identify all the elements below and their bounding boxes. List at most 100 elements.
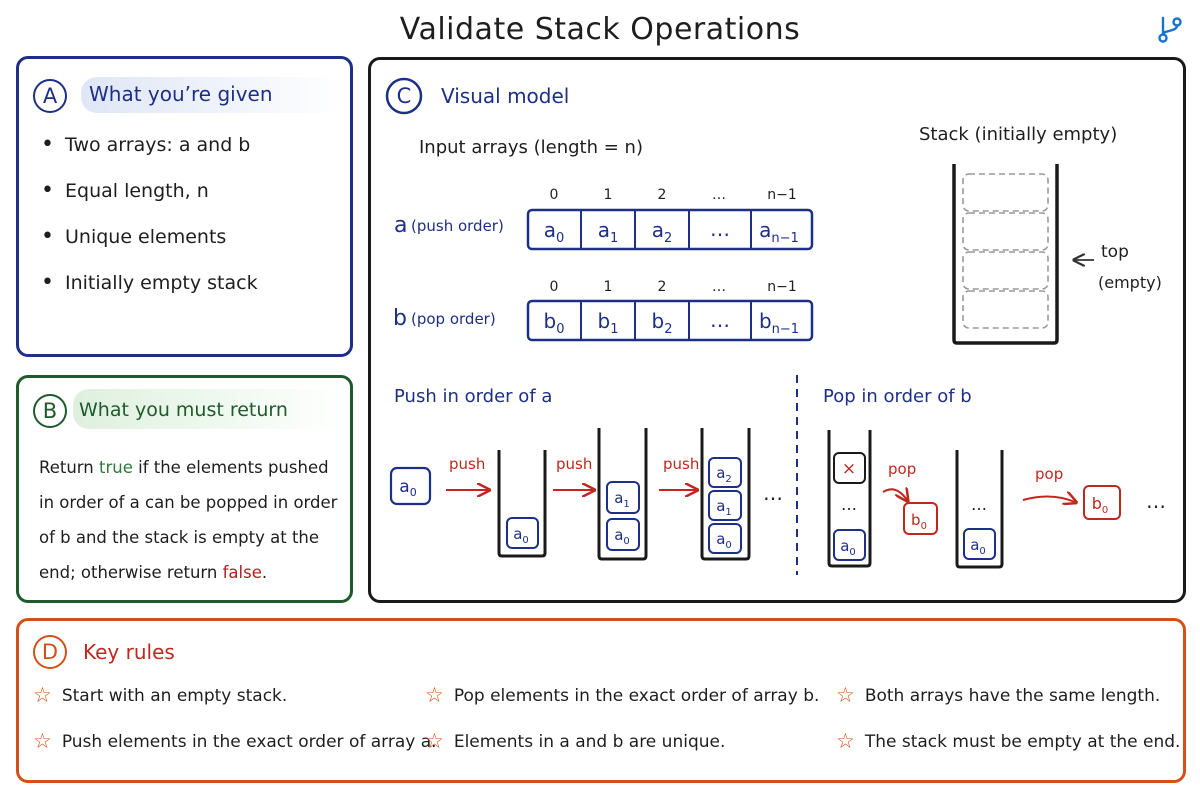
element-label: a0 — [399, 477, 416, 499]
empty-label: (empty) — [1098, 273, 1162, 292]
false-keyword: false — [222, 563, 262, 582]
array-b-cell: b1 — [598, 309, 619, 337]
index-label: 0 — [550, 279, 559, 295]
pop-stack-1 — [827, 430, 872, 568]
array-b-cell: bn−1 — [759, 309, 799, 337]
panel-c-heading: Visual model — [441, 84, 569, 108]
push-label: push — [556, 455, 592, 473]
element-label: a0 — [970, 536, 986, 557]
popped-element — [903, 502, 938, 535]
index-label: 1 — [604, 187, 613, 203]
stack-element — [833, 529, 866, 561]
rule-text: Both arrays have the same length. — [864, 686, 1161, 706]
stack-element — [708, 523, 742, 554]
element-label: a0 — [716, 530, 732, 551]
heading-highlight — [73, 389, 345, 429]
array-b-cell: b0 — [544, 309, 565, 337]
list-item: Equal length, n — [41, 178, 258, 203]
pop-ellipsis: … — [1146, 489, 1166, 513]
panel-visual-model: C Visual model Input arrays (length = n)… — [368, 57, 1186, 603]
rule-text: Elements in a and b are unique. — [453, 732, 726, 752]
element-label: a0 — [614, 526, 630, 547]
index-label: 2 — [658, 187, 667, 203]
pop-stack-2 — [955, 450, 1004, 569]
rule-item: ☆ Elements in a and b are unique. — [425, 729, 725, 753]
rule-text: Pop elements in the exact order of array… — [453, 686, 820, 706]
element-label: a1 — [614, 489, 630, 510]
index-label: 1 — [604, 279, 613, 295]
true-keyword: true — [99, 458, 133, 477]
stack-element — [506, 517, 539, 549]
star-icon: ☆ — [425, 729, 444, 753]
rule-item: ☆Push elements in the exact order of arr… — [33, 729, 437, 753]
empty-slot — [962, 173, 1049, 212]
list-item: Two arrays: a and b — [41, 132, 258, 157]
star-icon: ☆ — [836, 729, 855, 753]
index-label: … — [712, 187, 726, 203]
section-badge-b: B — [33, 394, 67, 428]
array-b-note: (pop order) — [411, 310, 496, 328]
rule-text: Start with an empty stack. — [61, 686, 288, 706]
page-title: Validate Stack Operations — [399, 12, 801, 47]
section-badge-a: A — [33, 79, 67, 113]
rule-text: Push elements in the exact order of arra… — [61, 732, 437, 752]
rule-item: ☆ The stack must be empty at the end. — [836, 729, 1180, 753]
popped-element — [1083, 485, 1121, 520]
text-run: Return — [39, 458, 99, 477]
pop-label: pop — [888, 460, 916, 478]
top-label: top — [1101, 242, 1129, 262]
index-label: n−1 — [767, 187, 797, 203]
input-arrays-label: Input arrays (length = n) — [419, 137, 643, 158]
push-input-element — [389, 466, 432, 506]
array-a-cell: a2 — [652, 218, 673, 246]
visual-model-diagram: C Visual model Input arrays (length = n)… — [385, 77, 1166, 575]
push-ellipsis: … — [763, 481, 783, 505]
rule-text: The stack must be empty at the end. — [864, 732, 1181, 752]
element-label: a0 — [513, 525, 529, 546]
stack-element — [708, 457, 742, 488]
array-a-name: a — [394, 213, 407, 238]
push-stack-2 — [597, 428, 648, 561]
index-label: 0 — [550, 187, 559, 203]
array-a-cell: a1 — [598, 218, 619, 246]
panel-return: B What you must return Return true if th… — [16, 375, 353, 603]
rule-item: ☆Both arrays have the same length. — [836, 683, 1160, 707]
array-b-name: b — [393, 306, 407, 331]
empty-slot — [962, 251, 1049, 290]
popped-slot — [833, 452, 866, 484]
index-label: 2 — [658, 279, 667, 295]
return-description: Return true if the elements pushed in or… — [39, 450, 344, 590]
rules-list: ☆Start with an empty stack. ☆Push elemen… — [19, 621, 1189, 786]
stack-element — [606, 481, 640, 514]
heading-highlight — [81, 77, 343, 113]
array-a-note: (push order) — [411, 217, 504, 235]
empty-slot — [962, 290, 1049, 329]
stack-ellipsis: … — [971, 495, 987, 514]
stack-label: Stack (initially empty) — [919, 124, 1117, 145]
pop-arrow-icon — [1022, 496, 1075, 502]
element-label: a0 — [840, 537, 856, 558]
push-stack-3 — [700, 428, 751, 561]
element-label: a1 — [716, 497, 732, 518]
text-run: if the elements pushed in order of a can… — [39, 458, 338, 582]
push-label: push — [663, 455, 699, 473]
star-icon: ☆ — [33, 683, 52, 707]
x-mark-icon: × — [842, 459, 856, 479]
stack-ellipsis: … — [841, 495, 857, 514]
pop-label: pop — [1035, 465, 1063, 483]
element-label: a2 — [716, 464, 732, 485]
stack-element — [963, 528, 996, 560]
push-heading: Push in order of a — [394, 386, 552, 407]
push-stack-1 — [497, 450, 547, 558]
list-item: Unique elements — [41, 224, 258, 249]
section-badge-c-ring — [385, 77, 423, 115]
panel-key-rules: D Key rules ☆Start with an empty stack. … — [16, 618, 1186, 783]
branch-icon — [1158, 16, 1182, 43]
pop-arrow-icon — [882, 489, 907, 500]
panel-d-heading: Key rules — [83, 640, 175, 664]
index-label: n−1 — [767, 279, 797, 295]
empty-slot — [962, 212, 1049, 251]
section-badge-c: C — [397, 84, 412, 108]
rule-item: ☆Pop elements in the exact order of arra… — [425, 683, 819, 707]
given-list: Two arrays: a and b Equal length, n Uniq… — [41, 132, 258, 318]
